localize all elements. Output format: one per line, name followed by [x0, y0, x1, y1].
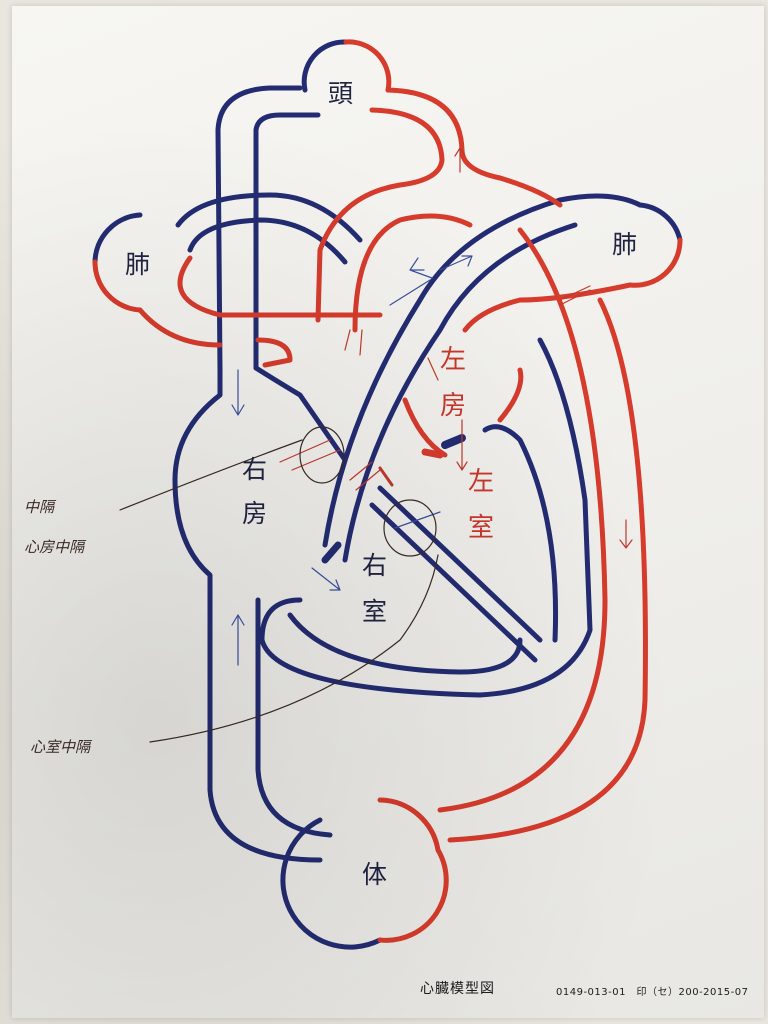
label-left-ventricle-1: 左: [468, 467, 494, 497]
label-left-ventricle-2: 室: [468, 513, 494, 543]
arrow-head-up: [454, 147, 466, 173]
left-ventricle-inner-wall: [482, 424, 559, 643]
carotid-artery: [385, 87, 563, 208]
left-atrium-wall: [402, 397, 448, 458]
label-lung-left: 肺: [125, 250, 150, 279]
arrow-aortic-red: [378, 466, 394, 487]
handwriting-lower: 心室中隔: [30, 738, 93, 756]
lung-left-red-arc: [92, 259, 143, 313]
body-left-arc: [280, 817, 383, 950]
arrow-svc-down: [231, 369, 245, 416]
right-atrium-inner-wall: [253, 365, 348, 463]
arrow-aorta-down: [619, 519, 633, 549]
label-right-atrium-2: 房: [242, 499, 267, 528]
pulmonary-vein-right: [462, 282, 633, 333]
carotid-artery-inner: [315, 107, 445, 323]
label-left-atrium-2: 房: [440, 391, 466, 421]
arrow-pulmonary-1: [409, 257, 433, 279]
arterial-vessels: [92, 39, 683, 943]
right-ventricle-inner-wall: [287, 612, 523, 675]
handwriting-upper-2: 心房中隔: [24, 538, 87, 556]
interventricular-septum-2: [369, 502, 538, 663]
right-atrium-wall: [172, 367, 323, 863]
descending-aorta-inner: [437, 227, 608, 813]
arrow-la-lv: [456, 419, 468, 471]
head-left-arc: [301, 39, 349, 93]
pulmonary-trunk-inner: [342, 222, 578, 563]
arrow-septum-red: [279, 439, 341, 471]
right-ventricle-outer-wall: [259, 337, 593, 698]
tricuspid-valve-mark: [321, 541, 342, 564]
footer-code: 0149-013-01 印（セ）200-2015-07: [556, 987, 749, 998]
arrow-septum-red-2: [349, 461, 381, 491]
lung-right-red-arc: [627, 237, 683, 288]
lung-left-arc: [92, 212, 143, 265]
arrow-ra-rv: [311, 567, 341, 591]
left-atrium-wall-2: [497, 367, 524, 423]
pulmonary-vein-left: [137, 307, 223, 348]
body-right-arc: [377, 797, 441, 853]
leader-line-lower: [149, 554, 439, 743]
head-right-arc: [343, 39, 392, 93]
arrow-pulmonary-3: [389, 279, 431, 306]
footer-title: 心臓模型図: [420, 981, 495, 997]
arrow-pulmonary-2: [439, 255, 473, 271]
lung-right-arc: [637, 202, 683, 243]
mitral-valve-mark: [421, 448, 444, 459]
body-right-arc-2: [377, 847, 449, 943]
atrial-septum-circle: [299, 426, 345, 484]
label-right-atrium-1: 右: [242, 455, 267, 484]
ventricular-septum-circle: [383, 499, 437, 557]
label-left-atrium-1: 左: [440, 345, 466, 375]
pulmonary-artery-right: [557, 193, 643, 208]
aortic-arch: [352, 213, 473, 333]
label-head: 頭: [328, 79, 353, 108]
label-lung-right: 肺: [612, 230, 637, 259]
superior-vena-cava-inner: [253, 112, 321, 371]
venous-vessels: [92, 39, 683, 950]
pulmonary-vein-left-inner: [177, 255, 383, 318]
pulmonary-vein-left-2: [255, 337, 293, 368]
pencil-arrows: [119, 147, 633, 743]
septum-valve-mark: [441, 434, 466, 449]
inferior-vena-cava-inner: [255, 597, 333, 838]
arrow-la-1: [427, 357, 439, 381]
label-right-ventricle-2: 室: [362, 597, 387, 626]
arrow-ivc-up: [231, 614, 245, 666]
label-body: 体: [362, 860, 387, 889]
label-right-ventricle-1: 右: [362, 551, 387, 580]
pulmonary-trunk: [322, 197, 563, 548]
descending-aorta: [447, 297, 648, 843]
leader-line-upper: [119, 439, 303, 511]
arrow-pv: [559, 285, 591, 306]
superior-vena-cava: [215, 85, 303, 373]
pulmonary-artery-left: [175, 192, 363, 243]
arrow-left-lung-in: [344, 329, 363, 356]
handwriting-upper-1: 中隔: [24, 498, 57, 516]
interventricular-septum: [377, 485, 543, 643]
